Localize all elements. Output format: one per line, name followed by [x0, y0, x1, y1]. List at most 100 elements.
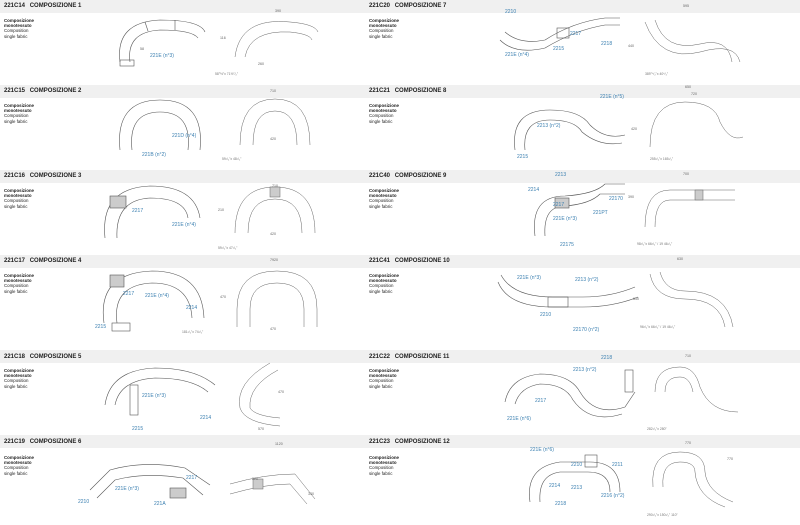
piece-label: 221D (n°4): [172, 133, 197, 139]
dimension: 650: [685, 85, 691, 89]
piece-label: 221E (n°3): [142, 393, 166, 399]
dimension: 570: [258, 427, 264, 431]
piece-label: 221E (n°6): [530, 447, 554, 453]
sofa-drawing: [534, 183, 625, 237]
plan-drawing: [649, 271, 734, 328]
piece-label: 2218: [555, 501, 567, 507]
dimension: 470: [220, 295, 226, 299]
overall-size: 389°⁶/₂"x 40⁶/₂": [645, 72, 669, 76]
plan-drawing: [652, 451, 734, 508]
dimension: 58: [140, 47, 144, 51]
piece-label: 2210: [78, 499, 90, 505]
sofa-drawing: [104, 367, 216, 416]
piece-label: 221E (n°3): [553, 216, 577, 222]
overall-size: 98²/₂"x 66²/₂" / 19 46¹/₂": [637, 242, 673, 246]
overall-size: 282¹/₂"x 280": [647, 427, 667, 431]
dimension: 470: [270, 327, 276, 331]
piece-label: 221E (n°4): [172, 222, 196, 228]
panel-header: 221C17 COMPOSIZIONE 4: [4, 258, 82, 264]
piece-label: 221B (n°2): [142, 152, 166, 158]
overall-size: 255¹/₂"x 165¹/₂": [650, 157, 674, 161]
piece-label: 2216 (n°2): [601, 493, 625, 499]
dimension: 700: [683, 172, 689, 176]
panel-header: 221C22 COMPOSIZIONE 11: [369, 354, 450, 360]
dimension: 630: [677, 257, 683, 261]
model-code: 221C14: [4, 3, 26, 9]
overall-size: 96²/₂"x 66²/₂" / 19 46¹/₂": [640, 325, 676, 329]
header-band-row-6: [0, 435, 800, 448]
dimension: 595: [683, 4, 689, 8]
dimension: 470: [278, 390, 284, 394]
panel-header: 221C40 COMPOSIZIONE 9: [369, 173, 447, 179]
sofa-drawing: [89, 464, 211, 499]
overall-size: 59¹/₂"x 48¹/₂": [222, 157, 242, 161]
piece-label: 22175: [560, 242, 574, 248]
piece-label: 221A: [154, 501, 166, 507]
panel-header: 221C20 COMPOSIZIONE 7: [369, 3, 447, 9]
plan-drawing: [644, 19, 741, 63]
dimension: 420: [631, 127, 637, 131]
dimension: 390: [275, 9, 281, 13]
piece-label: 2213 (n°2): [575, 277, 599, 283]
dimension: 260: [258, 62, 264, 66]
piece-label: 2214: [186, 305, 198, 311]
header-band-row-5: [0, 350, 800, 363]
sofa-drawing: [119, 99, 201, 151]
piece-label: 2215: [553, 46, 565, 52]
piece-label: 2214: [200, 415, 212, 421]
dimension: 116: [220, 36, 226, 40]
sofa-drawing: [104, 185, 201, 239]
piece-label: 221E (n°3): [150, 53, 174, 59]
piece-label: 2217: [123, 291, 135, 297]
dimension: 330: [308, 492, 314, 496]
sofa-drawing: [499, 17, 620, 51]
dimension: 210: [218, 208, 224, 212]
sofa-drawing: [497, 274, 639, 308]
piece-label: 2213 (n°2): [537, 123, 561, 129]
piece-label: 2213 (n°2): [573, 367, 597, 373]
piece-label: 2217: [570, 31, 582, 37]
sofa-drawing: [529, 454, 621, 503]
dimension: 390: [628, 195, 634, 199]
piece-label: 221E (n°4): [145, 293, 169, 299]
sofa-drawing: [514, 109, 626, 151]
piece-label: 221E (n°6): [507, 416, 531, 422]
piece-label: 2217: [535, 398, 547, 404]
plan-drawing: [229, 473, 316, 505]
piece-label: 221E (n°5): [600, 94, 624, 100]
overall-size: 58°½"x 71½"/₂": [215, 72, 239, 76]
header-band-row-3: [0, 170, 800, 183]
plan-drawing: [649, 101, 744, 148]
panel-header: 221C23 COMPOSIZIONE 12: [369, 439, 450, 445]
dimension: 420: [270, 137, 276, 141]
plan-drawing: [239, 98, 311, 146]
piece-label: 2210: [505, 9, 517, 15]
piece-label: 2215: [95, 324, 107, 330]
piece-label: 2217: [132, 208, 144, 214]
piece-label: 22170 (n°2): [573, 327, 600, 333]
dimension: 7920: [270, 258, 278, 262]
composition-title: COMPOSIZIONE 1: [29, 3, 82, 9]
panel-header: 221C21 COMPOSIZIONE 8: [369, 88, 447, 94]
piece-label: 2217: [553, 202, 565, 208]
panel-header: 221C19 COMPOSIZIONE 6: [4, 439, 82, 445]
piece-label: 2213: [555, 172, 567, 178]
piece-label: 2215: [132, 426, 144, 432]
